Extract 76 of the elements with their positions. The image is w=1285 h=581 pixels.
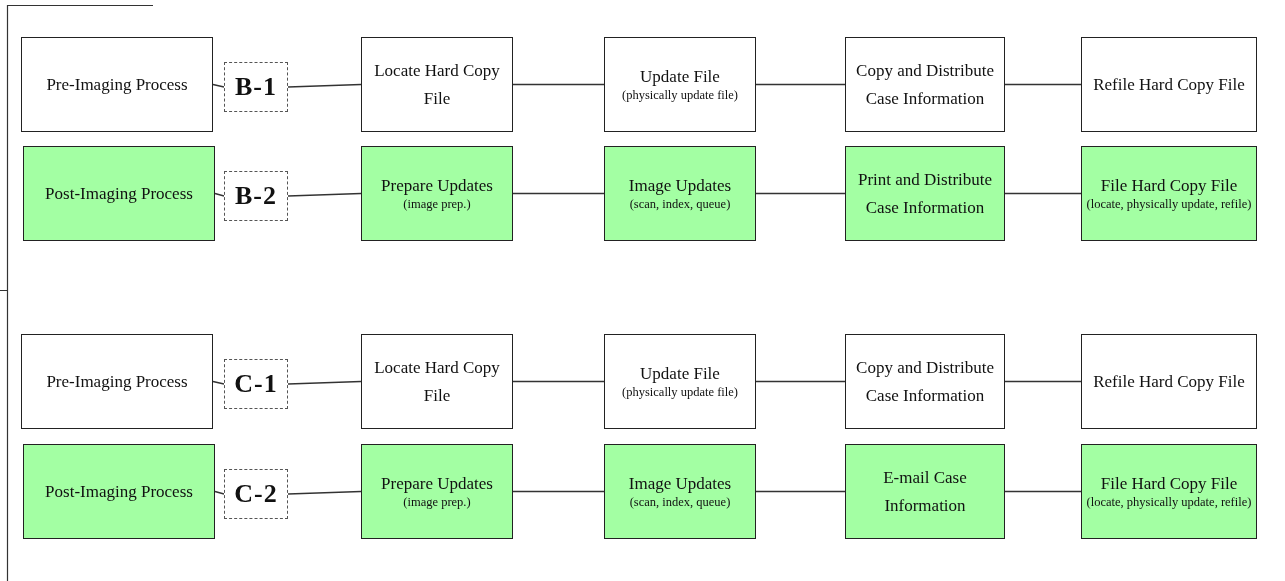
step-title: Image Updates <box>628 472 732 494</box>
connector-line <box>1004 490 1082 493</box>
step-title: File Hard Copy File <box>1100 174 1238 196</box>
step-details: (locate, physically update, refile) <box>1086 494 1252 511</box>
connector-line <box>755 490 846 493</box>
connector-line <box>755 192 846 195</box>
step-title: Prepare Updates <box>381 472 493 494</box>
process-box <box>845 146 1005 241</box>
process-box <box>21 37 213 132</box>
process-box <box>1081 37 1257 132</box>
step-title: Post-Imaging Process <box>45 182 193 205</box>
connector-line <box>287 83 362 88</box>
connector-line <box>512 192 605 195</box>
process-box <box>23 146 215 241</box>
process-box <box>21 334 213 429</box>
step-title: Locate Hard Copy File <box>373 60 501 110</box>
step-title: E-mail Case Information <box>882 467 968 517</box>
connector-line <box>214 192 225 197</box>
row-code: C-1 <box>234 371 278 397</box>
process-box <box>845 334 1005 429</box>
step-details: (physically update file) <box>622 384 738 401</box>
connector-line <box>287 490 362 495</box>
tag-box <box>224 171 288 221</box>
step-title: Image Updates <box>628 174 732 196</box>
connector-line <box>755 380 846 383</box>
connector-line <box>1004 192 1082 195</box>
process-box <box>23 444 215 539</box>
step-title: Pre-Imaging Process <box>46 73 188 96</box>
step-details: (image prep.) <box>403 494 471 511</box>
process-box <box>845 37 1005 132</box>
process-box <box>361 146 513 241</box>
step-title: Update File <box>640 65 720 87</box>
step-title: Print and Distribute Case Information <box>856 169 994 219</box>
process-box <box>1081 146 1257 241</box>
connector-line <box>1004 380 1082 383</box>
step-details: (image prep.) <box>403 196 471 213</box>
connector-line <box>512 490 605 493</box>
step-details: (scan, index, queue) <box>629 494 731 511</box>
connector-line <box>212 83 225 88</box>
process-box <box>604 146 756 241</box>
process-box <box>604 334 756 429</box>
step-details: (physically update file) <box>622 87 738 104</box>
process-box <box>604 444 756 539</box>
step-title: Copy and Distribute Case Information <box>855 357 995 407</box>
connector-line <box>512 83 605 86</box>
step-details: (scan, index, queue) <box>629 196 731 213</box>
step-title: Refile Hard Copy File <box>1093 73 1245 96</box>
process-box <box>361 37 513 132</box>
connector-line <box>214 490 225 495</box>
step-title: Prepare Updates <box>381 174 493 196</box>
connector-line <box>512 380 605 383</box>
process-box <box>604 37 756 132</box>
step-title: File Hard Copy File <box>1100 472 1238 494</box>
tag-box <box>224 359 288 409</box>
step-title: Update File <box>640 362 720 384</box>
step-title: Pre-Imaging Process <box>46 370 188 393</box>
step-title: Locate Hard Copy File <box>373 357 501 407</box>
step-title: Post-Imaging Process <box>45 480 193 503</box>
connector-line <box>287 192 362 197</box>
row-code: B-2 <box>235 183 277 209</box>
step-title: Copy and Distribute Case Information <box>855 60 995 110</box>
connector-line <box>287 380 362 385</box>
tag-box <box>224 469 288 519</box>
row-code: C-2 <box>234 481 278 507</box>
process-box <box>1081 334 1257 429</box>
process-box <box>361 334 513 429</box>
row-code: B-1 <box>235 74 277 100</box>
connector-line <box>1004 83 1082 86</box>
connector-line <box>212 380 225 385</box>
process-box <box>845 444 1005 539</box>
step-title: Refile Hard Copy File <box>1093 370 1245 393</box>
tag-box <box>224 62 288 112</box>
process-box <box>361 444 513 539</box>
step-details: (locate, physically update, refile) <box>1086 196 1252 213</box>
process-box <box>1081 444 1257 539</box>
connector-line <box>755 83 846 86</box>
